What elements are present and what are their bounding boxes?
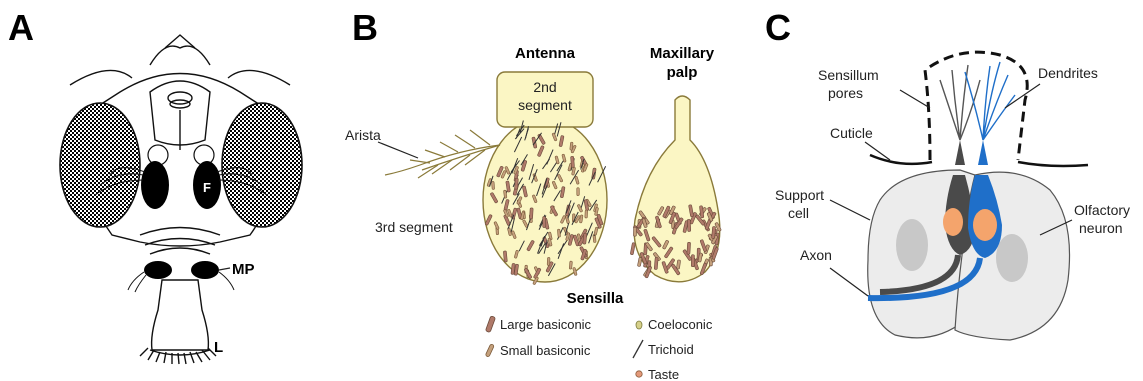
large-basiconic-sensillum — [687, 219, 691, 231]
axon-leader-line — [830, 268, 868, 296]
large-basiconic-sensillum — [543, 217, 546, 228]
small-basiconic-sensillum — [637, 257, 642, 266]
large-basiconic-sensillum — [687, 242, 691, 254]
sensillum-shaft — [925, 52, 1027, 160]
large-basiconic-sensillum — [503, 251, 507, 262]
legend-swatch-trichoid — [633, 340, 643, 358]
arista-leader-line — [378, 142, 418, 158]
pores-leader-line — [900, 90, 930, 108]
small-basiconic-sensillum — [570, 142, 573, 150]
legend-title: Sensilla — [567, 290, 624, 307]
support-nucleus-left — [896, 219, 928, 271]
large-basiconic-sensillum — [571, 156, 575, 167]
legend-swatch-coeloconic — [636, 321, 642, 329]
small-basiconic-sensillum — [577, 188, 580, 196]
large-basiconic-sensillum — [691, 255, 694, 267]
support-cell-leader-line — [830, 200, 870, 220]
label-l: L — [214, 339, 223, 356]
label-maxillary-palp-line1: Maxillary — [650, 45, 715, 62]
small-basiconic-sensillum — [504, 190, 507, 198]
arista — [385, 130, 500, 178]
label-f: F — [203, 180, 211, 195]
legend-item-coeloconic: Coeloconic — [636, 317, 713, 332]
label-third-segment: 3rd segment — [375, 219, 453, 235]
label-sensillum-pores-line1: Sensillum — [818, 67, 879, 83]
legend-label-coeloconic: Coeloconic — [648, 317, 713, 332]
small-basiconic-sensillum — [492, 181, 495, 189]
small-basiconic-sensillum — [557, 229, 560, 237]
legend-swatch-taste — [636, 371, 642, 377]
compound-eye-left — [60, 103, 140, 227]
small-basiconic-sensillum — [569, 261, 572, 269]
support-nucleus-right — [996, 234, 1028, 282]
label-support-cell-line1: Support — [775, 187, 824, 203]
legend-label-large-basiconic: Large basiconic — [500, 317, 592, 332]
sensilla-legend: Sensilla Large basiconic Small basiconic… — [485, 290, 713, 381]
legend-item-trichoid: Trichoid — [633, 340, 694, 358]
small-basiconic-sensillum — [547, 257, 550, 265]
mp-leader-line — [219, 268, 230, 270]
label-axon: Axon — [800, 247, 832, 263]
panel-b-letter: B — [352, 7, 378, 48]
large-basiconic-sensillum — [712, 226, 716, 238]
dendrites — [940, 62, 1015, 140]
label-maxillary-palp-line2: palp — [667, 64, 698, 81]
label-mp: MP — [232, 261, 255, 278]
small-basiconic-sensillum — [585, 210, 588, 218]
label-antenna: Antenna — [515, 45, 576, 62]
legend-item-large-basiconic: Large basiconic — [485, 316, 591, 333]
large-basiconic-sensillum — [630, 243, 635, 255]
compound-eye-right — [222, 103, 302, 227]
label-second-segment-line2: segment — [518, 97, 572, 113]
panel-a-letter: A — [8, 7, 34, 48]
label-second-segment-line1: 2nd — [533, 79, 556, 95]
large-basiconic-sensillum — [654, 257, 658, 269]
legend-swatch-large-basiconic — [485, 316, 495, 333]
dendrites-leader-line — [1005, 84, 1040, 108]
panel-a: A — [8, 7, 302, 364]
neuron-blue-nucleus — [973, 209, 997, 241]
label-sensillum-pores-line2: pores — [828, 85, 863, 101]
panel-b: B Antenna Maxillary palp 2nd segment Ari… — [345, 7, 721, 381]
label-arista: Arista — [345, 127, 381, 143]
legend-swatch-small-basiconic — [485, 344, 494, 357]
label-support-cell-line2: cell — [788, 205, 809, 221]
legend-item-small-basiconic: Small basiconic — [485, 343, 591, 358]
small-basiconic-sensillum — [633, 227, 636, 236]
panel-c: C Sensillum pores — [765, 7, 1130, 340]
large-basiconic-sensillum — [515, 178, 519, 189]
panel-c-letter: C — [765, 7, 791, 48]
legend-label-trichoid: Trichoid — [648, 342, 694, 357]
legend-item-taste: Taste — [636, 367, 679, 381]
label-olfactory-neuron-line1: Olfactory — [1074, 202, 1130, 218]
label-cuticle: Cuticle — [830, 125, 873, 141]
label-dendrites: Dendrites — [1038, 65, 1098, 81]
legend-label-taste: Taste — [648, 367, 679, 381]
large-basiconic-sensillum — [530, 208, 534, 219]
legend-label-small-basiconic: Small basiconic — [500, 343, 591, 358]
label-olfactory-neuron-line2: neuron — [1079, 220, 1123, 236]
neuron-gray-nucleus — [943, 208, 963, 236]
